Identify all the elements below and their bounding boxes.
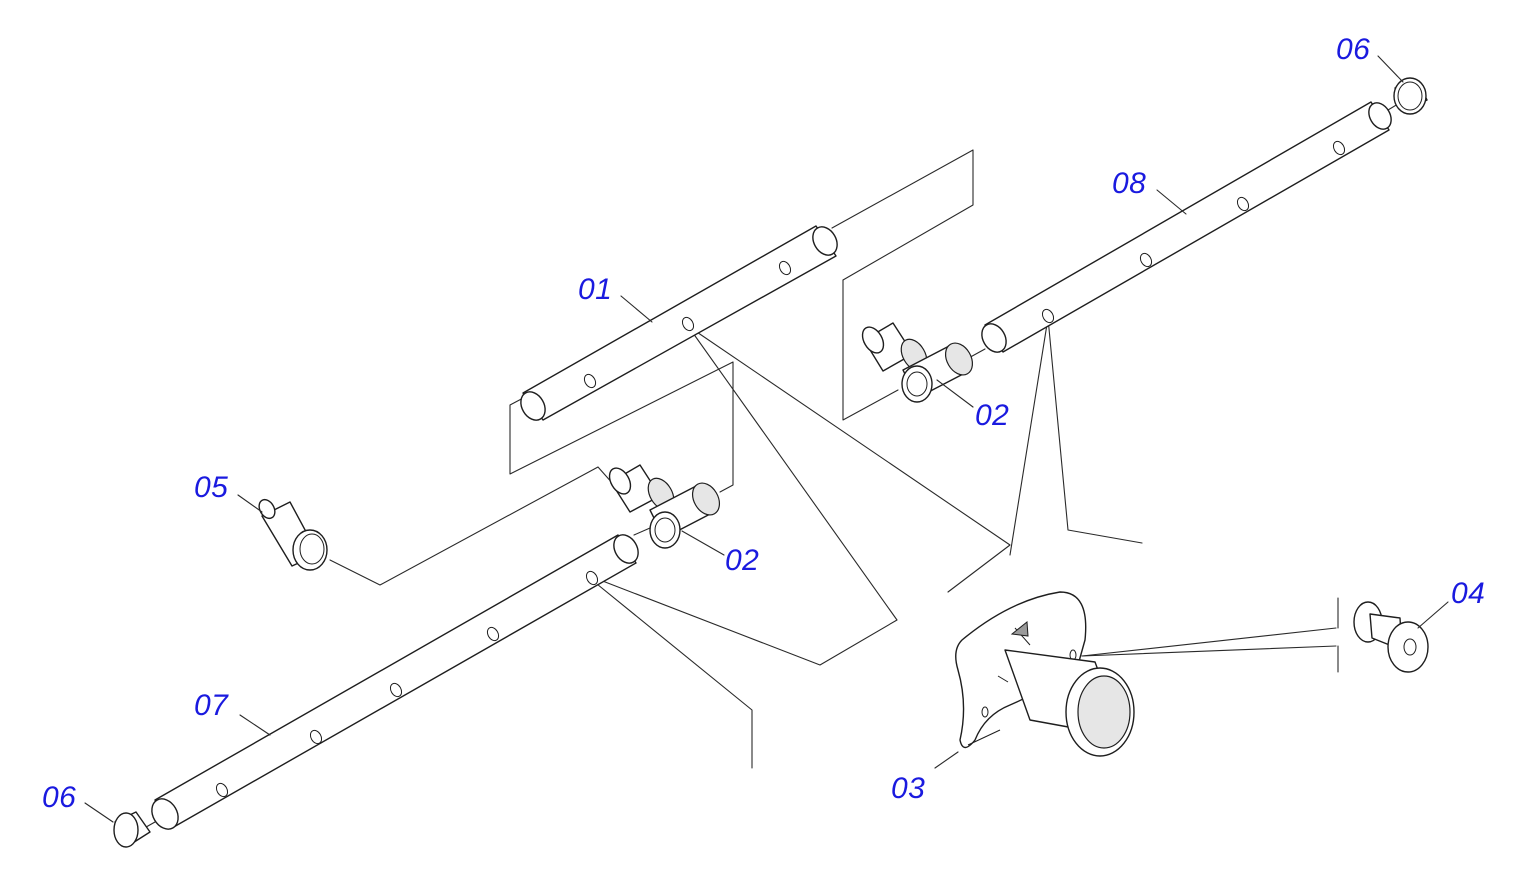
callout-06-right: 06 [1336, 33, 1371, 66]
callout-04: 04 [1451, 577, 1486, 610]
callout-02-left: 02 [725, 544, 760, 577]
callout-leaders [84, 55, 1449, 823]
callout-02-right: 02 [975, 399, 1010, 432]
tube-07 [151, 534, 639, 830]
tee-connector-02-left [608, 464, 721, 549]
callout-06-left: 06 [42, 781, 77, 814]
end-cap-06-left [113, 811, 151, 848]
sleeve-05 [258, 498, 328, 571]
tube-01 [520, 225, 838, 421]
tube-08 [981, 101, 1392, 353]
tee-connector-02-right [861, 322, 974, 403]
callout-07: 07 [194, 689, 229, 722]
end-cap-06-right [1393, 77, 1428, 115]
callout-08: 08 [1112, 167, 1147, 200]
flange-mount-03 [955, 591, 1135, 757]
callout-01: 01 [578, 273, 613, 306]
knob-04 [1353, 601, 1429, 673]
callout-03: 03 [891, 772, 926, 805]
callout-05: 05 [194, 471, 229, 504]
